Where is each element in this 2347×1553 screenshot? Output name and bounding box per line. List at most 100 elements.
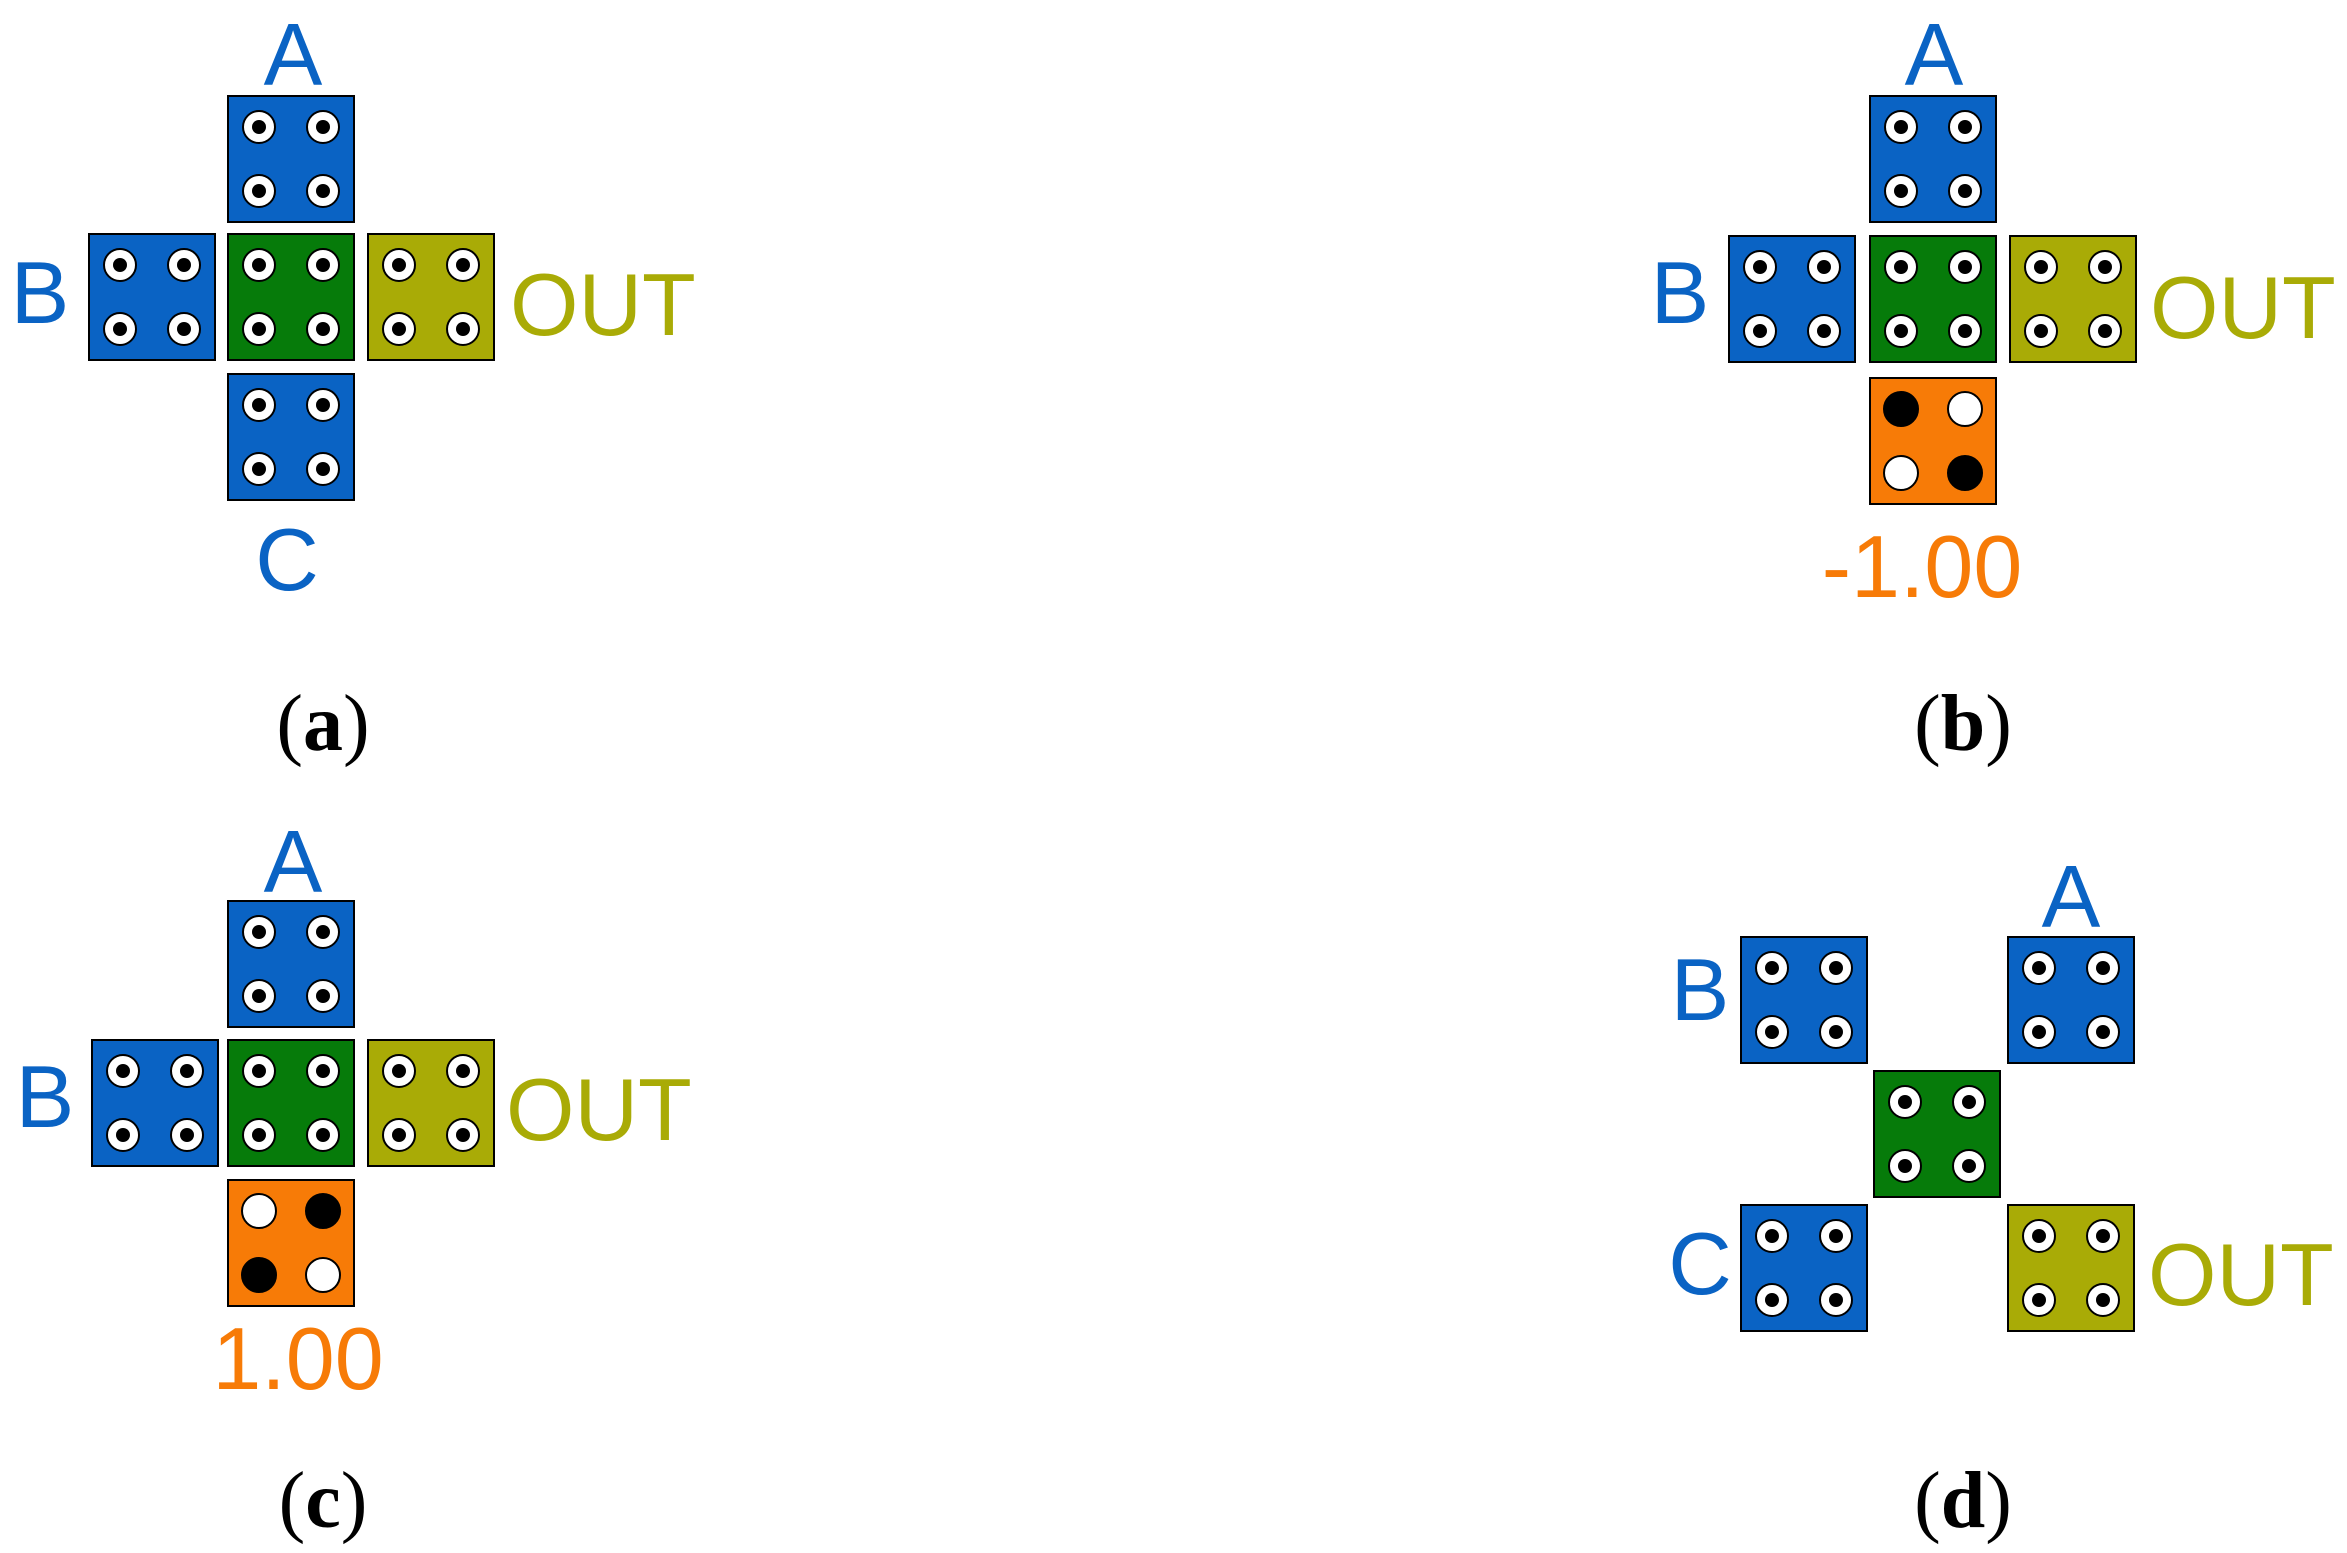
tile-body [88, 233, 216, 361]
panel-c: A B OUT 1.00 (c) [16, 812, 692, 1545]
connector-pin-icon [116, 1064, 130, 1078]
connector-pin-icon [2034, 260, 2048, 274]
tile-output [367, 1039, 495, 1167]
port-label-a: A [2042, 847, 2101, 946]
panel-caption-a: (a) [276, 680, 369, 768]
connector-pin-icon [113, 258, 127, 272]
connector-pin-icon [113, 322, 127, 336]
connector-pin-icon [1894, 260, 1908, 274]
connector-pin-icon [1962, 1095, 1976, 1109]
connector-pin-icon [2032, 1293, 2046, 1307]
connector-pin-icon [1894, 120, 1908, 134]
connector-pin-icon [252, 398, 266, 412]
connector-pin-icon [456, 258, 470, 272]
connector-pin-icon [456, 1128, 470, 1142]
connector-pin-icon [316, 1128, 330, 1142]
panel-caption-b: (b) [1914, 680, 2012, 768]
connector-pin-icon [1765, 961, 1779, 975]
connector-pin-icon [316, 184, 330, 198]
tile-center [1873, 1070, 2001, 1198]
connector-pin-icon [1817, 260, 1831, 274]
tile-body [1869, 235, 1997, 363]
connector-pin-icon [1898, 1095, 1912, 1109]
connector-pin-icon [2098, 324, 2112, 338]
tile-body [1869, 95, 1997, 223]
tile-body [367, 1039, 495, 1167]
connector-pin-icon [2032, 1229, 2046, 1243]
port-label-out: OUT [510, 255, 696, 354]
tile-input-c [1740, 1204, 1868, 1332]
tile-body [2007, 936, 2135, 1064]
connector-pin-icon [392, 322, 406, 336]
connector-pin-icon [392, 1064, 406, 1078]
tile-center [227, 233, 355, 361]
connector-pin-icon [1753, 324, 1767, 338]
tile-body [91, 1039, 219, 1167]
connector-pin-icon [316, 322, 330, 336]
tile-output [367, 233, 495, 361]
connector-pin-icon [252, 184, 266, 198]
connector-pin-icon [1829, 1293, 1843, 1307]
tile-body [1728, 235, 1856, 363]
port-label-b: B [11, 243, 70, 342]
connector-pin-icon [180, 1064, 194, 1078]
filled-bit-icon [1947, 455, 1983, 491]
tile-body [227, 1039, 355, 1167]
connector-pin-icon [316, 398, 330, 412]
connector-pin-icon [1894, 184, 1908, 198]
empty-bit-icon [1947, 391, 1983, 427]
constant-value-label: 1.00 [212, 1309, 383, 1408]
tile-body [227, 373, 355, 501]
connector-pin-icon [316, 120, 330, 134]
connector-pin-icon [177, 258, 191, 272]
tile-input-a [2007, 936, 2135, 1064]
filled-bit-icon [305, 1193, 341, 1229]
filled-bit-icon [1883, 391, 1919, 427]
port-label-a: A [264, 812, 323, 911]
tile-output [2009, 235, 2137, 363]
connector-pin-icon [1898, 1159, 1912, 1173]
panel-a: A B OUT C (a) [11, 5, 696, 768]
connector-pin-icon [316, 989, 330, 1003]
constant-value-label: -1.00 [1822, 517, 2023, 616]
connector-pin-icon [1765, 1025, 1779, 1039]
tile-center [227, 1039, 355, 1167]
tile-input-b [1728, 235, 1856, 363]
connector-pin-icon [1962, 1159, 1976, 1173]
panel-caption-d: (d) [1914, 1457, 2012, 1545]
port-label-b: B [1651, 243, 1710, 342]
connector-pin-icon [2032, 961, 2046, 975]
connector-pin-icon [177, 322, 191, 336]
connector-pin-icon [1829, 961, 1843, 975]
filled-bit-icon [241, 1257, 277, 1293]
connector-pin-icon [2034, 324, 2048, 338]
empty-bit-icon [1883, 455, 1919, 491]
tile-constant [227, 1179, 355, 1307]
connector-pin-icon [1765, 1293, 1779, 1307]
connector-pin-icon [1958, 324, 1972, 338]
connector-pin-icon [252, 1064, 266, 1078]
connector-pin-icon [252, 462, 266, 476]
tile-output [2007, 1204, 2135, 1332]
port-label-c: C [1668, 1214, 1732, 1313]
connector-pin-icon [1958, 184, 1972, 198]
connector-pin-icon [316, 925, 330, 939]
tile-body [2007, 1204, 2135, 1332]
tile-input-c [227, 373, 355, 501]
connector-pin-icon [2096, 1229, 2110, 1243]
tile-body [227, 95, 355, 223]
connector-pin-icon [392, 1128, 406, 1142]
tile-body [227, 233, 355, 361]
tile-body [1873, 1070, 2001, 1198]
connector-pin-icon [316, 462, 330, 476]
connector-pin-icon [2096, 1025, 2110, 1039]
empty-bit-icon [305, 1257, 341, 1293]
tile-input-a [227, 900, 355, 1028]
connector-pin-icon [2098, 260, 2112, 274]
connector-pin-icon [1829, 1025, 1843, 1039]
connector-pin-icon [392, 258, 406, 272]
panel-b: A B OUT -1.00 (b) [1651, 5, 2336, 768]
port-label-c: C [255, 510, 319, 609]
tile-body [1740, 1204, 1868, 1332]
connector-pin-icon [456, 1064, 470, 1078]
